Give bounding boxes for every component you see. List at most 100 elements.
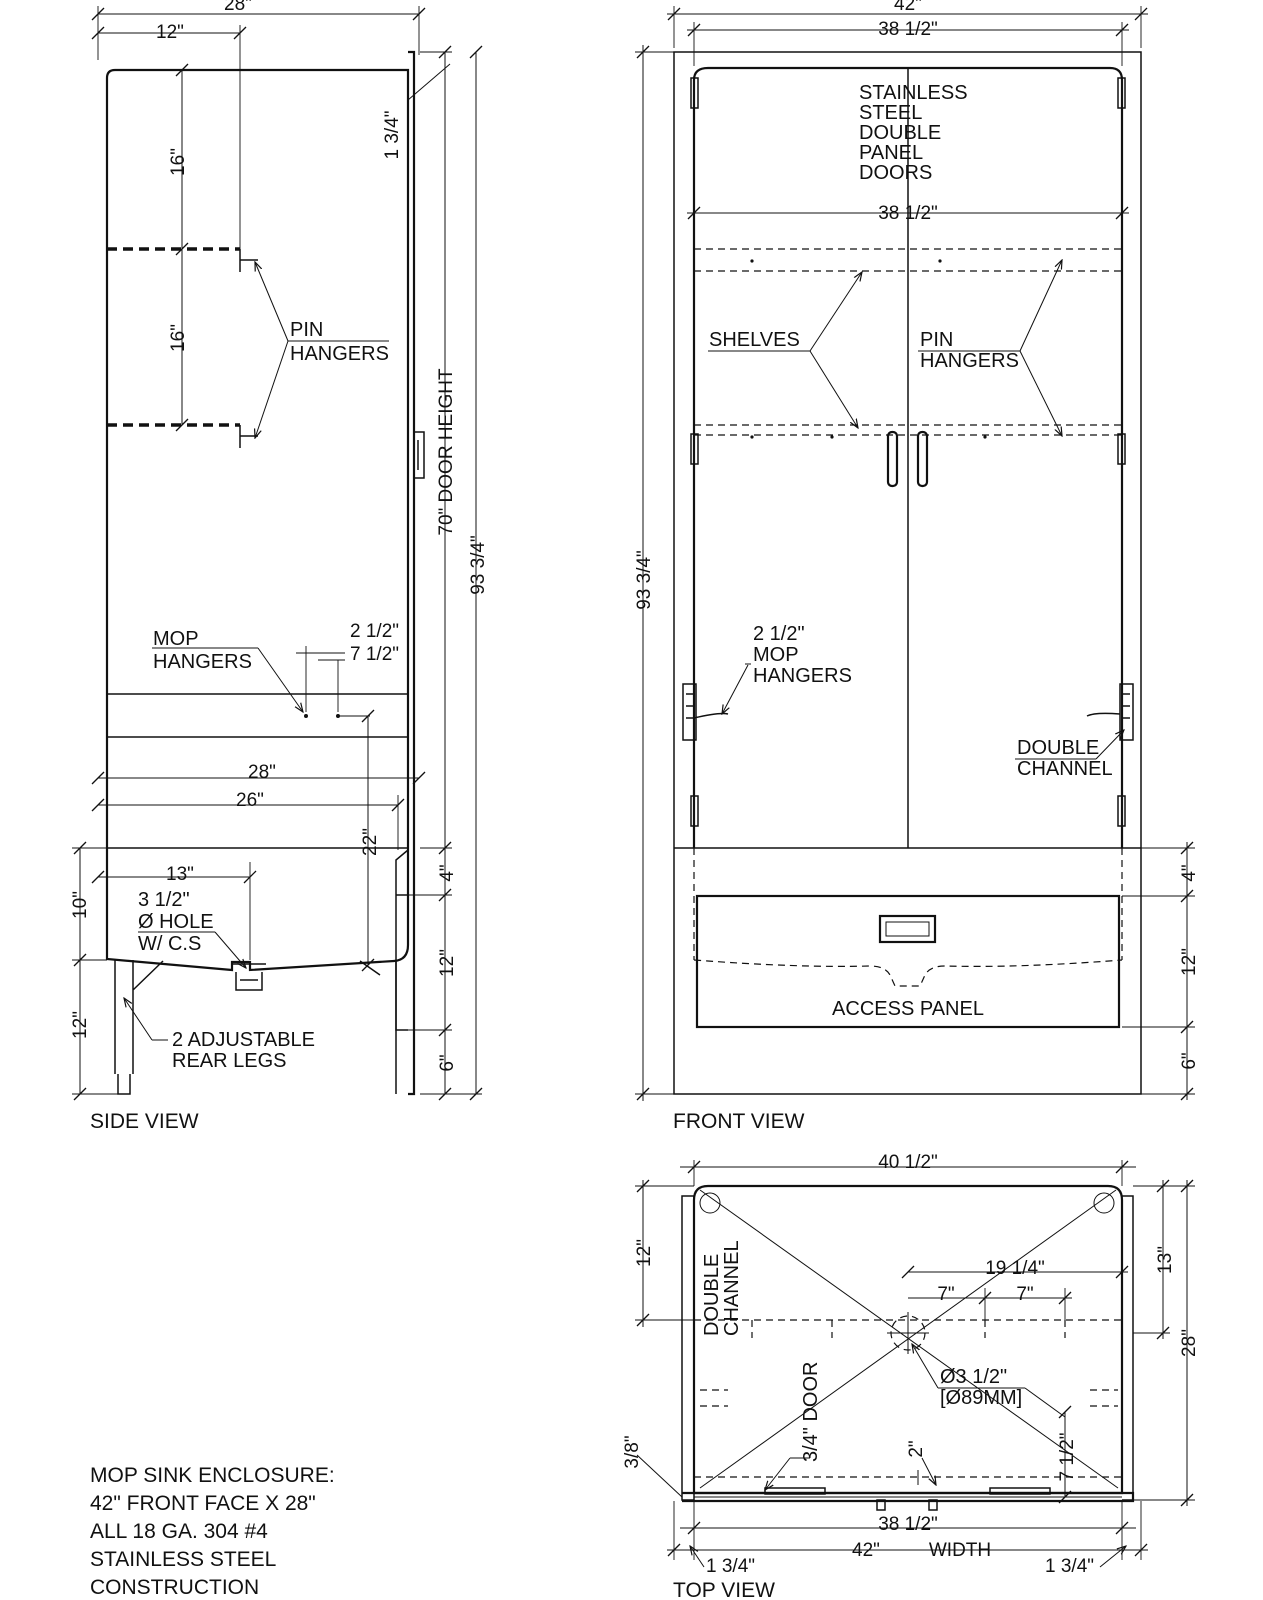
front-doors-label-4: PANEL bbox=[859, 142, 923, 164]
side-dim-body-depth: 28" bbox=[248, 762, 276, 783]
front-mop-hanger bbox=[682, 683, 729, 741]
side-dim-sink-height: 10" bbox=[70, 891, 91, 919]
top-dim-side-right: 1 3/4" bbox=[1045, 1556, 1094, 1577]
side-legs-label-2: REAR LEGS bbox=[172, 1050, 286, 1072]
side-view: 28" 12" 1 3/4" 16" 16" 70" DOOR HEIGHT 9… bbox=[70, 0, 489, 1133]
front-channel-label-1: DOUBLE bbox=[1017, 737, 1099, 759]
top-channel-label-2: CHANNEL bbox=[721, 1240, 743, 1336]
front-view-title: FRONT VIEW bbox=[673, 1110, 805, 1133]
front-doors-label-1: STAINLESS bbox=[859, 82, 968, 104]
side-dim-door-lip: 1 3/4" bbox=[382, 110, 403, 159]
side-dim-mop-a: 2 1/2" bbox=[350, 621, 399, 642]
note-line-1: MOP SINK ENCLOSURE: bbox=[90, 1464, 335, 1487]
front-pin-hangers-label-1: PIN bbox=[920, 329, 953, 351]
side-dim-shelf-lower: 16" bbox=[168, 324, 189, 352]
top-dim-drain-offset: 19 1/4" bbox=[985, 1258, 1045, 1279]
front-mop-label-3: HANGERS bbox=[753, 665, 852, 687]
side-dim-leg-height: 12" bbox=[70, 1011, 91, 1039]
front-doors-label-2: STEEL bbox=[859, 102, 922, 124]
front-outline bbox=[673, 51, 1142, 1095]
top-door-label: 3/4" DOOR bbox=[800, 1362, 822, 1462]
side-hole-label-1: 3 1/2" bbox=[138, 889, 190, 911]
front-dim-overall-width: 42" bbox=[894, 0, 922, 15]
front-mop-label-2: MOP bbox=[753, 644, 799, 666]
side-pin-hangers-label-2: HANGERS bbox=[290, 343, 389, 365]
top-dim-front-depth: 7 1/2" bbox=[1057, 1432, 1078, 1481]
note-line-2: 42" FRONT FACE X 28" bbox=[90, 1492, 316, 1515]
side-mop-hangers-label-2: HANGERS bbox=[153, 651, 252, 673]
top-dim-lip: 3/8" bbox=[622, 1435, 643, 1468]
front-mop-label-1: 2 1/2" bbox=[753, 623, 805, 645]
front-doors-label-3: DOUBLE bbox=[859, 122, 941, 144]
side-dim-shelf-upper: 16" bbox=[168, 148, 189, 176]
side-dim-sink-drain: 13" bbox=[166, 864, 194, 885]
side-dim-top-offset: 12" bbox=[156, 22, 184, 43]
top-dim-back-depth: 13" bbox=[1155, 1246, 1176, 1274]
side-dim-hanger-floor: 22" bbox=[360, 828, 381, 856]
front-dim-overall-height: 93 3/4" bbox=[634, 550, 655, 610]
side-hole-label-3: W/ C.S bbox=[138, 933, 201, 955]
side-dim-door-height: 70" DOOR HEIGHT bbox=[436, 368, 457, 536]
note-line-5: CONSTRUCTION bbox=[90, 1576, 259, 1599]
top-door-front bbox=[682, 1491, 1135, 1503]
front-doors-label-5: DOORS bbox=[859, 162, 932, 184]
side-dim-panel-base: 6" bbox=[437, 1054, 458, 1071]
front-dim-panel-mid: 12" bbox=[1179, 948, 1200, 976]
access-panel-label: ACCESS PANEL bbox=[832, 998, 984, 1020]
side-legs-label-1: 2 ADJUSTABLE bbox=[172, 1029, 315, 1051]
top-dim-inner-width: 40 1/2" bbox=[878, 1152, 938, 1173]
top-dim-spacing-b: 7" bbox=[1016, 1284, 1033, 1305]
side-mop-hangers-label-1: MOP bbox=[153, 628, 199, 650]
top-dim-side-left: 1 3/4" bbox=[706, 1556, 755, 1577]
top-dim-width-label: WIDTH bbox=[929, 1540, 991, 1561]
front-dim-door-width-mid: 38 1/2" bbox=[878, 203, 938, 224]
side-door-edge bbox=[408, 50, 416, 1096]
front-door-handle-right bbox=[916, 430, 929, 488]
top-channel-label-1: DOUBLE bbox=[701, 1254, 723, 1336]
notes-block: MOP SINK ENCLOSURE: 42" FRONT FACE X 28"… bbox=[90, 1464, 335, 1599]
top-view-title: TOP VIEW bbox=[673, 1579, 775, 1600]
top-dim-gap: 2" bbox=[906, 1440, 927, 1457]
side-body-outline bbox=[105, 68, 410, 972]
top-dim-overall-width: 42" bbox=[852, 1540, 880, 1561]
top-side-channel-left bbox=[681, 1195, 695, 1501]
side-dim-sink-depth: 26" bbox=[236, 790, 264, 811]
note-line-3: ALL 18 GA. 304 #4 bbox=[90, 1520, 268, 1543]
front-double-channel bbox=[1086, 683, 1134, 741]
top-dim-back-offset: 12" bbox=[634, 1239, 655, 1267]
side-front-leg bbox=[359, 960, 397, 1094]
access-panel-handle bbox=[878, 914, 937, 944]
top-slope-line-1 bbox=[699, 1189, 1119, 1489]
side-dim-panel-mid: 12" bbox=[437, 949, 458, 977]
front-view: 42" 38 1/2" 38 1/2" 93 3/4" 4" 12" 6" ST… bbox=[634, 0, 1200, 1133]
side-dim-mop-b: 7 1/2" bbox=[350, 644, 399, 665]
access-panel bbox=[695, 894, 1121, 1029]
side-dim-overall-depth: 28" bbox=[224, 0, 252, 15]
top-drain-label-1: Ø3 1/2" bbox=[940, 1366, 1007, 1388]
top-dim-overall-depth: 28" bbox=[1179, 1329, 1200, 1357]
top-dim-spacing-a: 7" bbox=[937, 1284, 954, 1305]
side-rear-leg bbox=[114, 960, 164, 1095]
front-shelves-label: SHELVES bbox=[709, 329, 800, 351]
top-outline bbox=[692, 1184, 1124, 1495]
top-side-channel-right bbox=[1122, 1195, 1134, 1501]
side-pin-hangers-label-1: PIN bbox=[290, 319, 323, 341]
side-view-title: SIDE VIEW bbox=[90, 1110, 199, 1133]
side-dim-overall-height: 93 3/4" bbox=[468, 535, 489, 595]
front-door-handle-left bbox=[886, 430, 899, 488]
note-line-4: STAINLESS STEEL bbox=[90, 1548, 276, 1571]
front-dim-panel-base: 6" bbox=[1179, 1052, 1200, 1069]
front-channel-label-2: CHANNEL bbox=[1017, 758, 1113, 780]
front-pin-hangers-label-2: HANGERS bbox=[920, 350, 1019, 372]
side-door-handle bbox=[414, 431, 425, 479]
side-hole-label-2: Ø HOLE bbox=[138, 911, 214, 933]
front-dim-door-width-top: 38 1/2" bbox=[878, 19, 938, 40]
top-dim-door-width: 38 1/2" bbox=[878, 1514, 938, 1535]
side-dim-panel-top: 4" bbox=[437, 864, 458, 881]
front-door-frame bbox=[692, 66, 1124, 848]
front-dim-panel-top: 4" bbox=[1179, 864, 1200, 881]
top-view: 40 1/2" 12" 19 1/4" 7" 7" 13" 28" 7 1/2" bbox=[622, 1152, 1200, 1600]
top-drain-label-2: [Ø89MM] bbox=[940, 1387, 1022, 1409]
